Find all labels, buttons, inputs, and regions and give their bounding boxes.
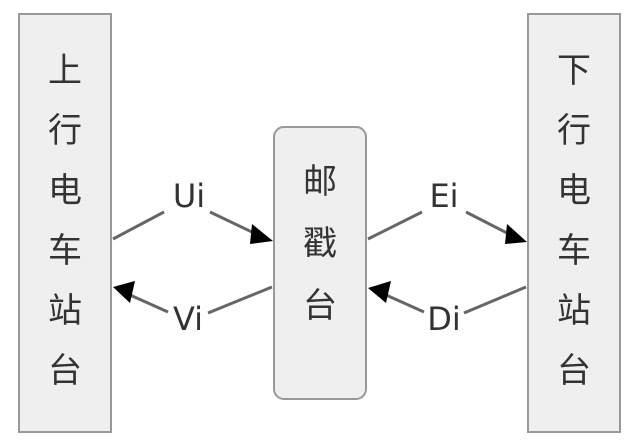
edge-ui-line-2 bbox=[209, 210, 257, 236]
downstream-label-char: 车 bbox=[557, 231, 591, 271]
edge-ei-line bbox=[367, 210, 423, 241]
edge-ei-label: Ei bbox=[429, 177, 458, 215]
downstream-label-char: 电 bbox=[557, 171, 591, 211]
edge-ei-arrowhead bbox=[505, 224, 527, 244]
upstream-label-char: 台 bbox=[48, 351, 82, 391]
post-label-char: 台 bbox=[303, 286, 337, 326]
edge-di-line bbox=[463, 285, 527, 315]
edge-vi-arrowhead bbox=[113, 281, 135, 303]
upstream-label-char: 电 bbox=[48, 171, 82, 211]
upstream-label-char: 站 bbox=[48, 291, 82, 331]
upstream-station-box bbox=[18, 13, 112, 433]
post-label-char: 邮 bbox=[303, 162, 337, 202]
downstream-label-char: 站 bbox=[557, 291, 591, 331]
edge-vi-label: Vi bbox=[173, 300, 203, 338]
downstream-label-char: 台 bbox=[557, 351, 591, 391]
edge-di-line-2 bbox=[385, 293, 425, 314]
downstream-label-char: 行 bbox=[557, 111, 591, 151]
upstream-label-char: 上 bbox=[48, 51, 82, 91]
edge-di-arrowhead bbox=[368, 281, 391, 303]
edge-ei-line-2 bbox=[465, 210, 510, 236]
edge-vi-line bbox=[207, 285, 273, 315]
downstream-station-box bbox=[527, 13, 621, 433]
edge-ui-line bbox=[112, 210, 165, 241]
upstream-label-char: 车 bbox=[48, 231, 82, 271]
edge-ui-label: Ui bbox=[173, 177, 205, 215]
edge-vi-line-2 bbox=[129, 293, 169, 314]
upstream-label-char: 行 bbox=[48, 111, 82, 151]
downstream-station-label: 下行电车站台 bbox=[557, 51, 591, 391]
edge-di-label: Di bbox=[427, 300, 461, 338]
downstream-label-char: 下 bbox=[557, 51, 591, 91]
post-stamp-label: 邮戳台 bbox=[303, 162, 337, 326]
upstream-station-label: 上行电车站台 bbox=[48, 51, 82, 391]
post-label-char: 戳 bbox=[303, 224, 337, 264]
edge-ui-arrowhead bbox=[250, 224, 273, 244]
post-stamp-box bbox=[273, 126, 367, 400]
